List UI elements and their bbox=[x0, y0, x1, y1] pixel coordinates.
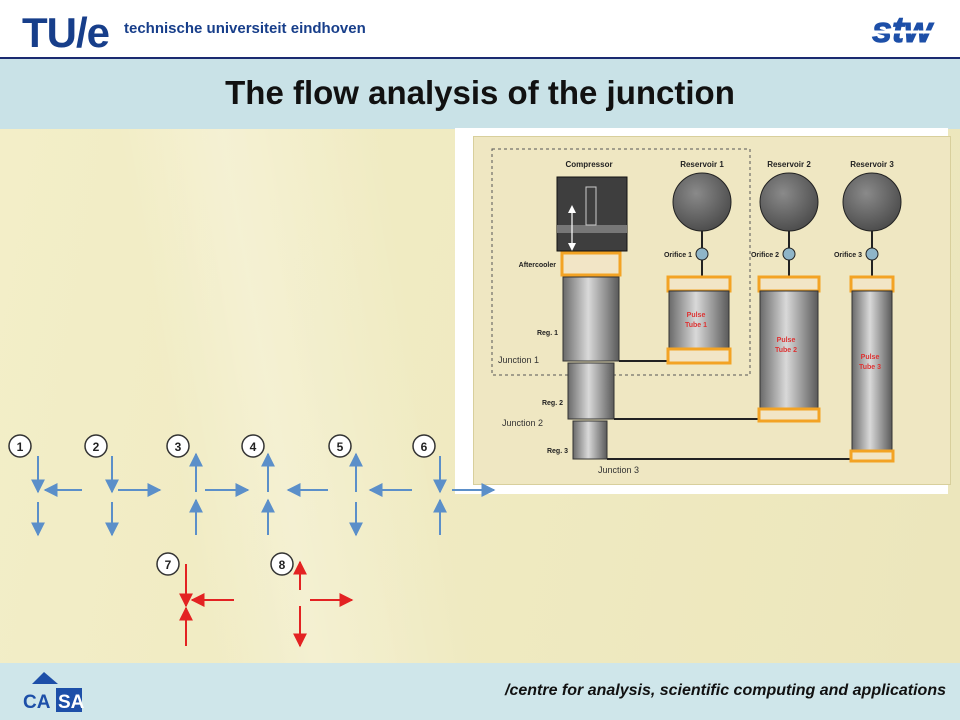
regenerator-3 bbox=[572, 420, 608, 460]
flow-case-5: 5 bbox=[328, 434, 412, 537]
flow-case-2: 2 bbox=[84, 434, 162, 537]
pulse-tube-2-label-b: Tube 2 bbox=[775, 347, 797, 354]
flow-case-7: 7 bbox=[156, 552, 234, 646]
reservoir-3 bbox=[842, 172, 902, 232]
flow-case-8: 8 bbox=[270, 552, 354, 648]
footer-bar bbox=[0, 663, 960, 720]
case-number-2: 2 bbox=[93, 440, 100, 454]
slide-title: The flow analysis of the junction bbox=[225, 74, 735, 111]
connection-lines bbox=[607, 207, 873, 460]
junction-1-label: Junction 1 bbox=[498, 355, 539, 365]
case-number-8: 8 bbox=[279, 558, 286, 572]
orifice-2-label: Orifice 2 bbox=[751, 252, 779, 259]
regenerator-2 bbox=[567, 362, 615, 420]
pulse-tube-3-label-a: Pulse bbox=[861, 354, 880, 361]
reservoir-2 bbox=[759, 172, 819, 232]
pulse-tube-1-label-a: Pulse bbox=[687, 312, 706, 319]
reg-3-label: Reg. 3 bbox=[547, 448, 568, 455]
pulse-tube-2-label-a: Pulse bbox=[777, 337, 796, 344]
pulse-tube-1-label-b: Tube 1 bbox=[685, 322, 707, 329]
orifice-3 bbox=[865, 247, 879, 261]
casa-logo-roof bbox=[32, 672, 58, 684]
junction-1-boundary bbox=[491, 148, 751, 376]
case-number-6: 6 bbox=[421, 440, 428, 454]
aftercooler bbox=[560, 251, 622, 277]
title-bar bbox=[0, 59, 960, 129]
case-number-4: 4 bbox=[250, 440, 257, 454]
stw-logo: stw bbox=[858, 10, 946, 50]
case-label-circle bbox=[8, 434, 32, 458]
pulse-tube-3-label-b: Tube 3 bbox=[859, 364, 881, 371]
junction-3-label: Junction 3 bbox=[598, 465, 639, 475]
compressor bbox=[556, 176, 628, 252]
reg-2-label: Reg. 2 bbox=[542, 400, 563, 407]
footer-tagline: /centre for analysis, scientific computi… bbox=[505, 682, 946, 699]
case-number-5: 5 bbox=[337, 440, 344, 454]
tue-logo: TU/e bbox=[22, 9, 110, 56]
flow-case-4: 4 bbox=[241, 434, 328, 535]
orifice-1 bbox=[695, 247, 709, 261]
reg-1-label: Reg. 1 bbox=[537, 330, 558, 337]
orifice-3-label: Orifice 3 bbox=[834, 252, 862, 259]
flow-case-1: 1 bbox=[8, 434, 82, 537]
flow-cases-diagram: 1 2 3 4 5 6 7 bbox=[8, 434, 496, 648]
pulse-tube-1: Pulse Tube 1 bbox=[666, 275, 732, 365]
pulse-tube-3: Pulse Tube 3 bbox=[849, 275, 895, 463]
case-number-3: 3 bbox=[175, 440, 182, 454]
header-bar bbox=[0, 0, 960, 58]
orifice-2 bbox=[782, 247, 796, 261]
flow-case-3: 3 bbox=[166, 434, 250, 535]
case-number-7: 7 bbox=[165, 558, 172, 572]
pulse-tube-2: Pulse Tube 2 bbox=[757, 275, 821, 423]
reservoir-1 bbox=[672, 172, 732, 232]
university-name: technische universiteit eindhoven bbox=[124, 20, 366, 37]
aftercooler-label: Aftercooler bbox=[519, 262, 557, 269]
case-number-1: 1 bbox=[17, 440, 24, 454]
reservoir-2-label: Reservoir 2 bbox=[767, 160, 811, 169]
compressor-label: Compressor bbox=[565, 160, 612, 169]
reservoir-1-label: Reservoir 1 bbox=[680, 160, 724, 169]
junction-2-label: Junction 2 bbox=[502, 418, 543, 428]
orifice-1-label: Orifice 1 bbox=[664, 252, 692, 259]
header-divider bbox=[0, 57, 960, 59]
stw-logo-text: stw bbox=[872, 10, 934, 50]
flow-case-6: 6 bbox=[412, 434, 496, 535]
schematic-diagram: Compressor Aftercooler Reg. 1 Reg. 2 Reg… bbox=[473, 136, 951, 485]
reservoir-3-label: Reservoir 3 bbox=[850, 160, 894, 169]
regenerator-1 bbox=[562, 276, 620, 362]
